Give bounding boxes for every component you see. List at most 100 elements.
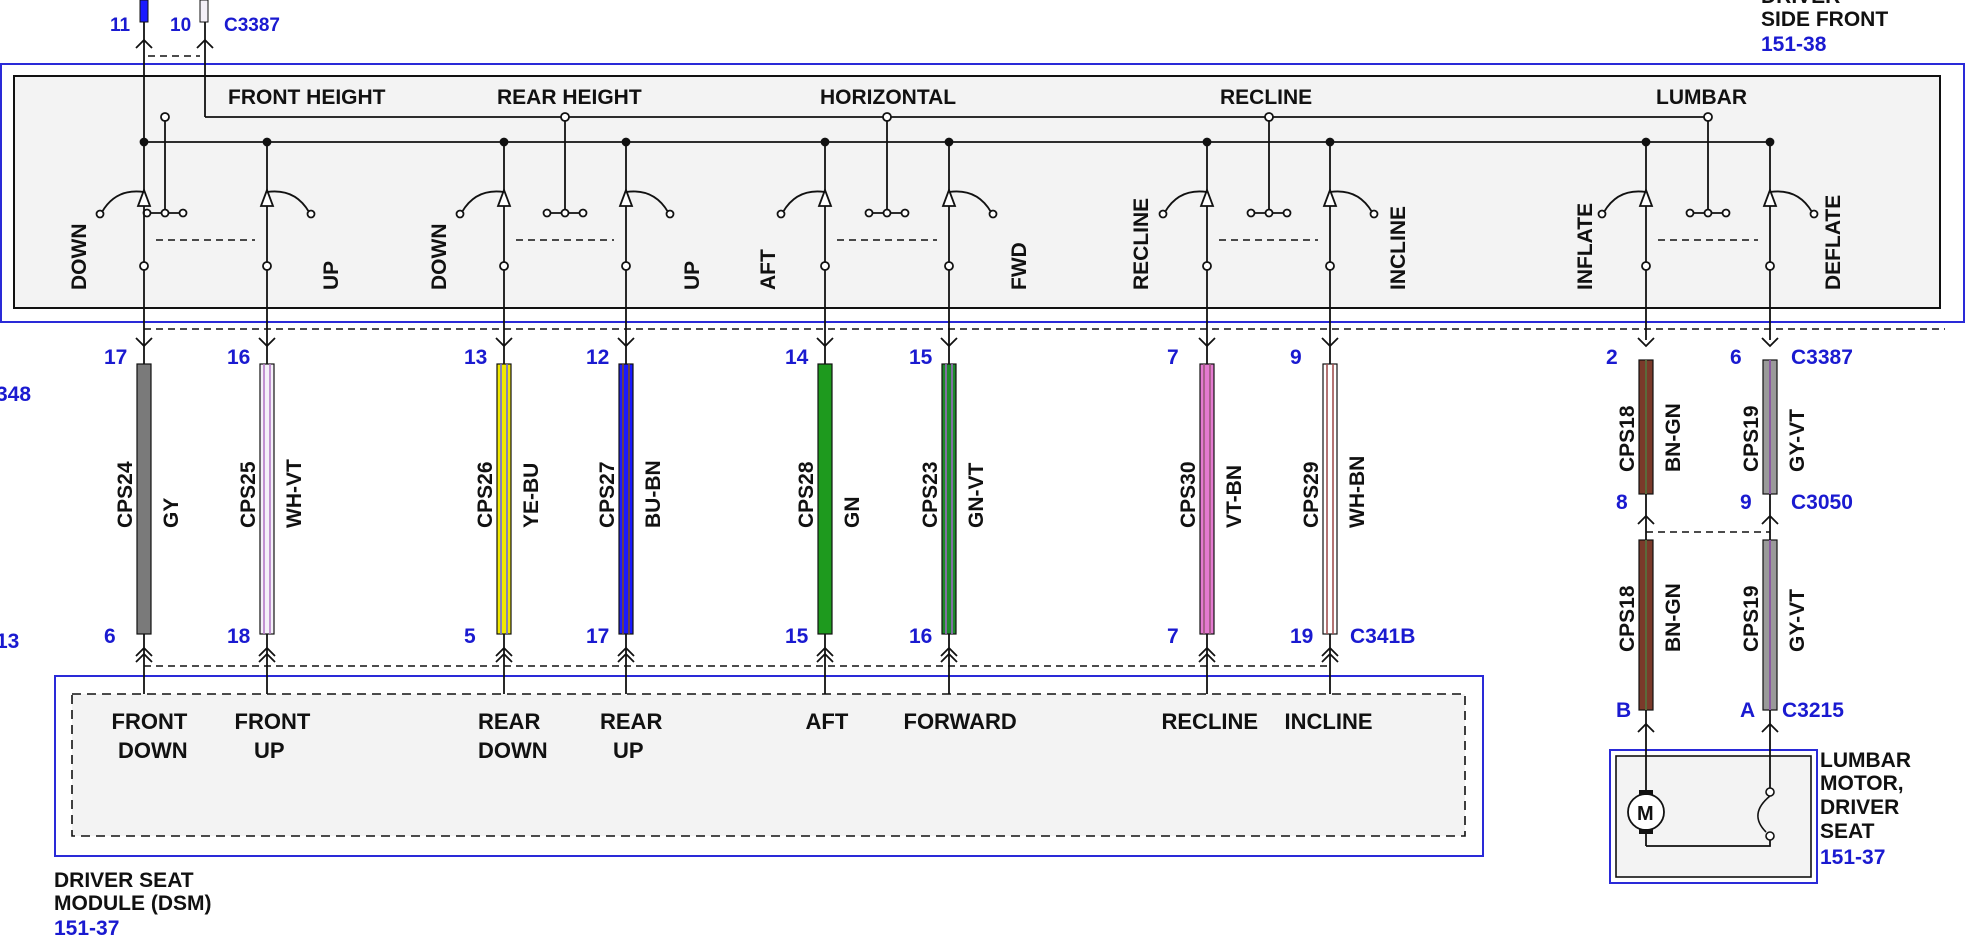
switch-inner-box	[13, 75, 1941, 309]
wire-pin-bottom-5: 16	[909, 625, 932, 648]
dsm-pin-label-6-0: RECLINE	[1162, 709, 1259, 734]
switch-left-label-4: INFLATE	[1574, 203, 1597, 290]
motor-name-line1: LUMBAR	[1820, 749, 1911, 772]
switch-title-0: FRONT HEIGHT	[228, 86, 386, 109]
dsm-pin-label-1-0: FRONT	[235, 709, 311, 734]
outer-contact-2-1	[988, 209, 998, 219]
wire-color-0: GY	[160, 498, 183, 528]
lower-contact-3-1	[1325, 261, 1335, 271]
top-connector-label: C3387	[224, 15, 280, 36]
dsm-name-line2: MODULE (DSM)	[54, 892, 211, 915]
bottom-connector-label: C341B	[1350, 625, 1415, 648]
feed-node-4	[1703, 112, 1713, 122]
dsm-pin-label-5-0: FORWARD	[904, 709, 1017, 734]
dsm-pin-label-0-0: FRONT	[112, 709, 188, 734]
motor-name-line3: DRIVER	[1820, 796, 1899, 819]
wire-pin-bottom-4: 15	[785, 625, 809, 648]
connector-arrow-bottom-CPS30	[1198, 646, 1216, 657]
wire-circuit-1: CPS25	[237, 461, 260, 528]
switch-right-label-0: UP	[320, 261, 343, 290]
wire-circuit-2: CPS26	[474, 461, 497, 528]
wire-color-1: WH-VT	[283, 459, 306, 528]
common-contact-0-2	[178, 208, 188, 218]
connector-arrow-bottom2-CPS24	[135, 652, 153, 663]
lower-contact-4-0	[1641, 261, 1651, 271]
common-contact-3-0	[1246, 208, 1256, 218]
outer-contact-0-0	[95, 209, 105, 219]
dsm-pin-label-3-1: UP	[613, 738, 644, 763]
lumbar-arrow-0-0	[1637, 514, 1655, 525]
switch-right-label-4: DEFLATE	[1822, 195, 1845, 290]
bus-node-1-1	[621, 137, 631, 147]
wire-color-2: YE-BU	[520, 463, 543, 528]
feed-node-2	[882, 112, 892, 122]
lower-contact-1-0	[499, 261, 509, 271]
pivot-2-1	[941, 187, 957, 207]
lower-contact-3-0	[1202, 261, 1212, 271]
pivot-1-0	[496, 187, 512, 207]
common-contact-3-2	[1282, 208, 1292, 218]
dsm-pin-label-2-0: REAR	[478, 709, 540, 734]
seat-switch-contacts	[95, 22, 1819, 348]
lumbar-pin-c3050-1: 9	[1740, 491, 1752, 514]
lumbar-circuit-0-0: CPS18	[1616, 405, 1639, 472]
connector-arrow-bottom2-CPS27	[617, 652, 635, 663]
connector-arrow-bottom-CPS29	[1321, 646, 1339, 657]
bus-node-0-0	[139, 137, 149, 147]
lumbar-pin-c3387-0: 2	[1606, 346, 1618, 369]
wire-pin-bottom-1: 18	[227, 625, 251, 648]
pivot-3-0	[1199, 187, 1215, 207]
switch-left-label-3: RECLINE	[1130, 198, 1153, 290]
blade-1-0	[461, 190, 505, 213]
dsm-pin-label-4-0: AFT	[806, 709, 849, 734]
wire-color-3: BU-BN	[642, 460, 665, 528]
wire-CPS30	[1199, 363, 1215, 635]
lumbar-color-1-1: GY-VT	[1786, 589, 1809, 652]
top-connector-arrow-0	[135, 38, 153, 49]
lumbar-arrow-1-1	[1761, 722, 1779, 733]
blade-1-1	[625, 190, 669, 213]
connector-arrow-top-4-0	[1637, 337, 1655, 348]
top-wire-10	[199, 0, 209, 23]
blade-0-0	[101, 190, 145, 213]
lower-contact-0-1	[262, 261, 272, 271]
lumbar-connector-upper: C3387	[1791, 346, 1853, 369]
wire-color-4: GN	[841, 497, 864, 529]
wire-pin-top-5: 15	[909, 346, 933, 369]
limit-contact-bottom	[1765, 831, 1775, 841]
wire-pin-bottom-3: 17	[586, 625, 609, 648]
pivot-0-1	[259, 187, 275, 207]
switch-left-label-2: AFT	[757, 249, 780, 290]
top-pin-10: 10	[170, 15, 191, 36]
lower-contact-2-0	[820, 261, 830, 271]
common-contact-4-1	[1703, 208, 1713, 218]
common-contact-4-0	[1685, 208, 1695, 218]
wire-circuit-6: CPS30	[1177, 461, 1200, 528]
left-connector-fragment: 348	[0, 383, 31, 406]
pivot-4-1	[1762, 187, 1778, 207]
connector-arrow-bottom2-CPS25	[258, 652, 276, 663]
component-name-line2: SIDE FRONT	[1761, 8, 1888, 31]
bus-node-1-0	[499, 137, 509, 147]
blade-3-1	[1329, 190, 1373, 213]
lumbar-pin-c3387-1: 6	[1730, 346, 1742, 369]
wire-circuit-5: CPS23	[919, 461, 942, 528]
feed-node-0	[160, 112, 170, 122]
motor-name-line2: MOTOR,	[1820, 772, 1904, 795]
bus-node-4-1	[1765, 137, 1775, 147]
connector-arrow-bottom-CPS23	[940, 646, 958, 657]
wire-CPS23	[941, 363, 957, 635]
connector-arrow-top-4-1	[1761, 337, 1779, 348]
top-connector-arrow-1	[196, 38, 214, 49]
motor-brush-top	[1639, 790, 1653, 795]
wire-color-5: GN-VT	[965, 463, 988, 529]
wire-pin-top-4: 14	[785, 346, 809, 369]
wire-pin-bottom-0: 6	[104, 625, 116, 648]
blade-4-0	[1603, 190, 1647, 213]
wire-pin-bottom-2: 5	[464, 625, 476, 648]
connector-arrow-bottom-CPS25	[258, 646, 276, 657]
wire-CPS27	[618, 363, 634, 635]
switch-left-label-1: DOWN	[428, 224, 451, 291]
